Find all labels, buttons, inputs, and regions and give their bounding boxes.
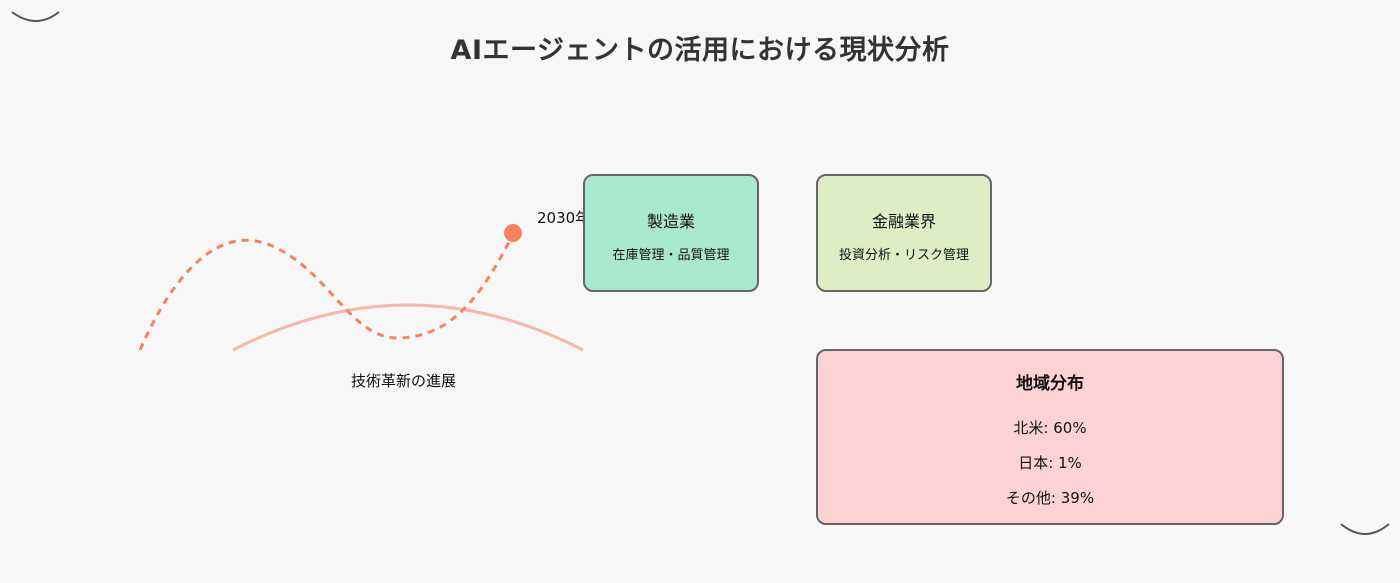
industry-card-finance: 金融業界 投資分析・リスク管理	[816, 174, 992, 292]
industry-name: 製造業	[646, 212, 695, 231]
region-item-other: その他: 39%	[1005, 489, 1095, 507]
growth-solid-curve	[232, 303, 584, 352]
corner-arc-top-left	[11, 11, 60, 22]
timeline-endpoint-dot	[504, 224, 522, 242]
regional-distribution-card: 地域分布 北米: 60% 日本: 1% その他: 39%	[816, 349, 1284, 525]
industry-detail: 投資分析・リスク管理	[838, 248, 969, 263]
regional-title: 地域分布	[1016, 374, 1084, 394]
corner-arc-bottom-right	[1340, 523, 1390, 535]
year-label: 2030年	[537, 209, 591, 227]
region-item-north-america: 北米: 60%	[1013, 419, 1087, 437]
region-item-japan: 日本: 1%	[1018, 454, 1082, 472]
tech-progress-label: 技術革新の進展	[351, 372, 457, 390]
industry-card-manufacturing: 製造業 在庫管理・品質管理	[583, 174, 759, 292]
industry-detail: 在庫管理・品質管理	[612, 248, 730, 263]
industry-name: 金融業界	[871, 212, 936, 231]
growth-dashed-curve	[138, 233, 515, 351]
page-title: AIエージェントの活用における現状分析	[450, 35, 950, 66]
